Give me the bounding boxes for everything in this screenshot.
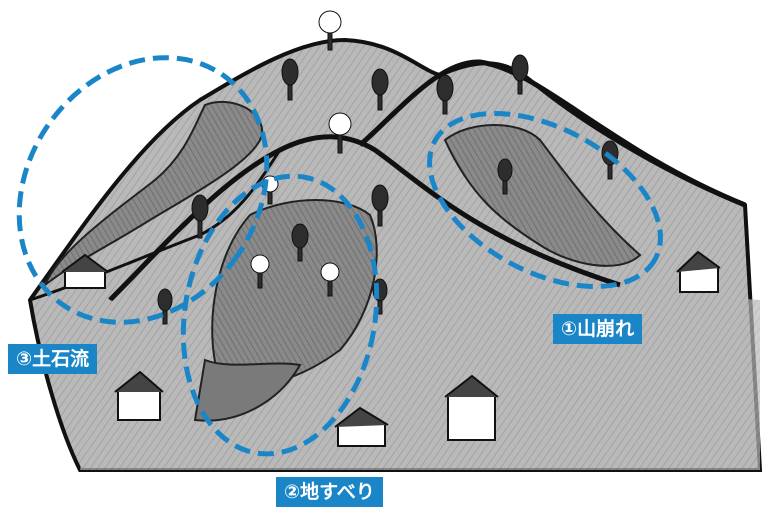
label-slope-slide: ②地すべり <box>276 477 383 507</box>
ridge-middle <box>108 134 621 302</box>
ridge-right <box>358 59 746 208</box>
slope-slide-debris <box>193 358 302 422</box>
tree-icon <box>157 10 619 325</box>
highlight-landslide <box>427 110 663 290</box>
highlight-debris-flow <box>16 55 270 325</box>
label-landslide: ①山崩れ <box>553 314 643 344</box>
landslide-scar <box>443 124 642 267</box>
house-icon <box>61 250 721 447</box>
label-debris-flow: ③土石流 <box>8 344 98 374</box>
highlight-slope-slide <box>180 173 380 457</box>
